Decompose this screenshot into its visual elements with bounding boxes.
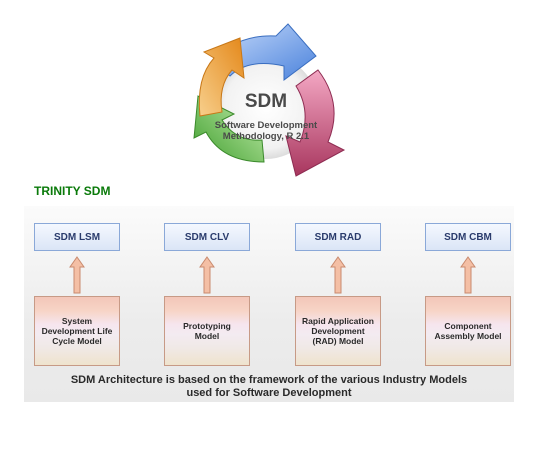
logo-subtitle-line1: Software Development [215, 120, 318, 131]
cycle-center [214, 55, 318, 159]
model-bottom-label: System Development Life Cycle Model [41, 316, 113, 346]
model-top-box-cbm: SDM CBM [425, 223, 511, 251]
up-arrow-icon [199, 256, 215, 294]
up-arrow-icon [330, 256, 346, 294]
logo-subtitle-line2: Methodology, R 2.1 [223, 131, 310, 142]
model-bottom-label: Rapid Application Development (RAD) Mode… [302, 316, 374, 346]
model-bottom-box-cbm: Component Assembly Model [425, 296, 511, 366]
model-bottom-label: Component Assembly Model [434, 321, 502, 341]
logo-title: SDM [245, 91, 287, 112]
caption-line-2: used for Software Development [186, 387, 352, 399]
model-bottom-label: Prototyping Model [183, 321, 231, 341]
model-top-box-rad: SDM RAD [295, 223, 381, 251]
sdm-cycle-logo: SDM Software Development Methodology, R … [193, 23, 346, 177]
up-arrow-icon [69, 256, 85, 294]
model-bottom-box-clv: Prototyping Model [164, 296, 250, 366]
model-bottom-box-lsm: System Development Life Cycle Model [34, 296, 120, 366]
model-bottom-box-rad: Rapid Application Development (RAD) Mode… [295, 296, 381, 366]
section-title: TRINITY SDM [34, 184, 111, 198]
cycle-arrow-pink [285, 69, 346, 177]
model-top-box-clv: SDM CLV [164, 223, 250, 251]
caption-line-1: SDM Architecture is based on the framewo… [70, 374, 468, 386]
up-arrow-icon [460, 256, 476, 294]
cycle-arrow-orange [198, 37, 245, 117]
architecture-caption: SDM Architecture is based on the framewo… [24, 374, 514, 400]
model-top-box-lsm: SDM LSM [34, 223, 120, 251]
